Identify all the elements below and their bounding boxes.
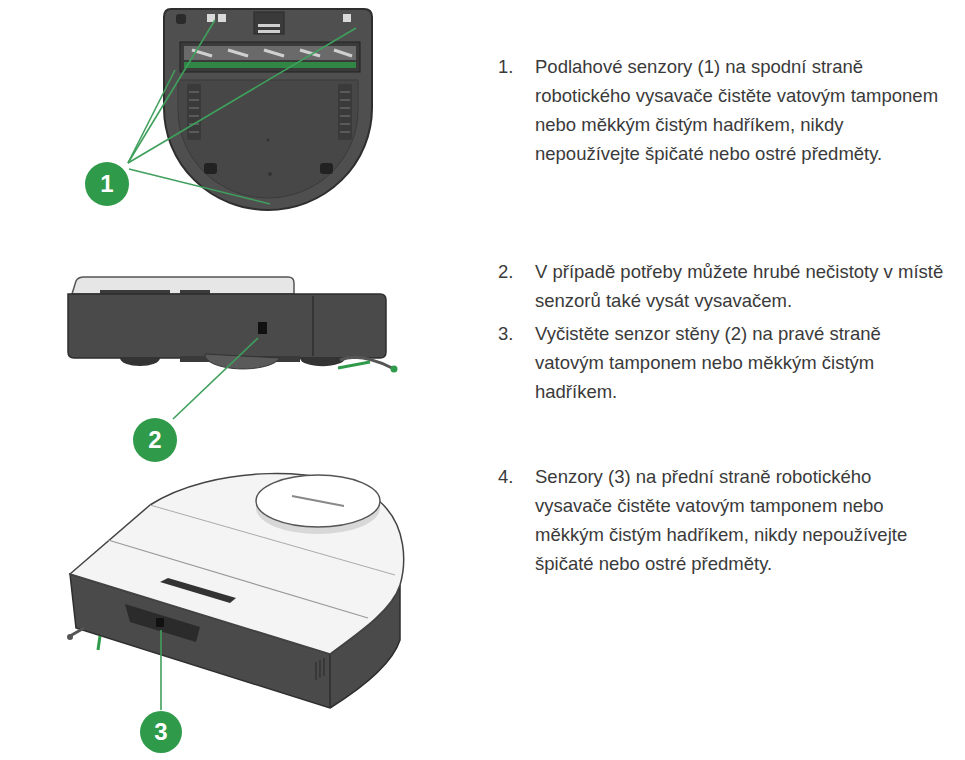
instruction-item: 4. Senzory (3) na přední straně robotické…	[498, 462, 953, 578]
callout-text: 3	[154, 720, 167, 744]
list-number: 3.	[498, 319, 513, 348]
callout-number: 1	[85, 162, 129, 206]
instruction-text: Vyčistěte senzor stěny (2) na pravé stra…	[535, 319, 953, 406]
instruction-item: 3. Vyčistěte senzor stěny (2) na pravé st…	[498, 319, 953, 406]
instruction-text: Podlahové senzory (1) na spodní straně r…	[535, 52, 953, 168]
side-view	[68, 277, 398, 419]
bottom-view	[128, 9, 372, 210]
callout-text: 1	[100, 172, 113, 196]
instruction-item: 1. Podlahové senzory (1) na spodní straně…	[498, 52, 953, 168]
list-number: 2.	[498, 257, 513, 286]
instruction-item: 2. V případě potřeby můžete hrubé nečisto…	[498, 257, 953, 315]
callout-text: 2	[148, 428, 161, 452]
callout-number: 3	[140, 711, 182, 753]
perspective-view	[67, 474, 404, 710]
list-number: 4.	[498, 462, 513, 491]
list-number: 1.	[498, 52, 513, 81]
instruction-text: Senzory (3) na přední straně robotického…	[535, 462, 953, 578]
callout-number: 2	[133, 418, 177, 462]
instruction-text: V případě potřeby můžete hrubé nečistoty…	[535, 257, 953, 315]
